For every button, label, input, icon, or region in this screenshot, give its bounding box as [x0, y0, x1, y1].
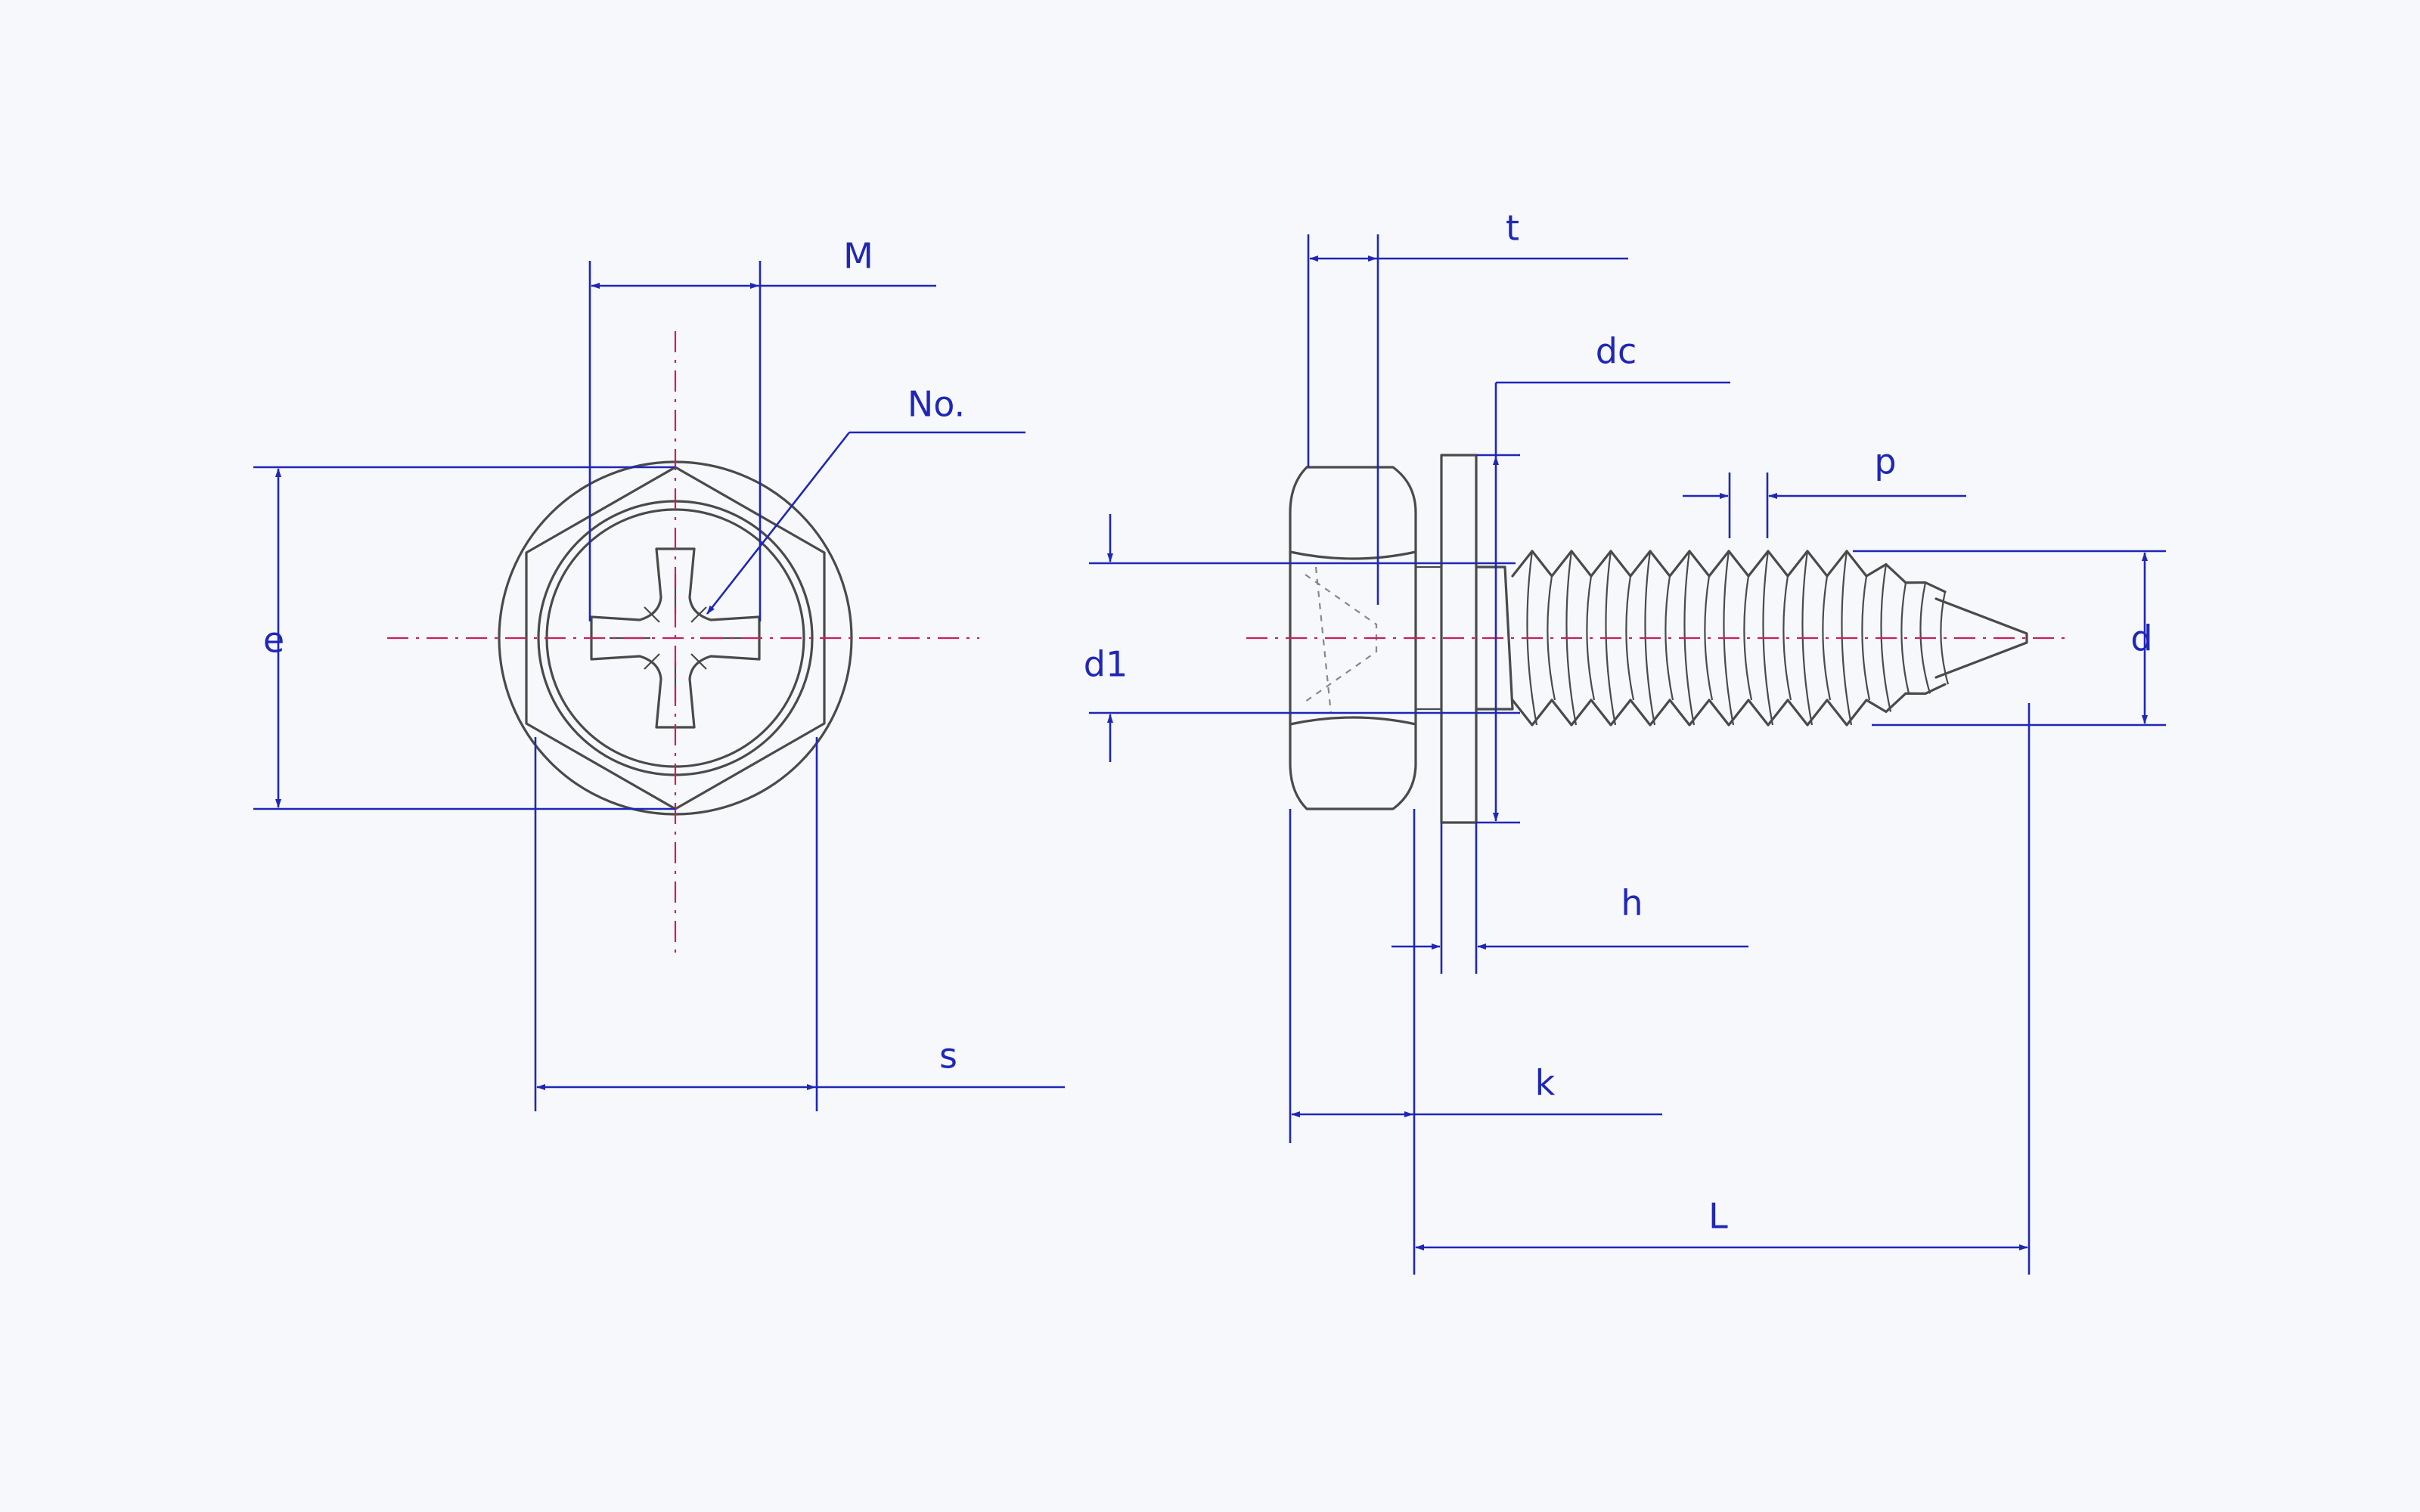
- label-L: L: [1708, 1196, 1728, 1237]
- hex-head-side-profile: [1289, 466, 1417, 810]
- label-t: t: [1506, 208, 1519, 249]
- side-view-outline: [1289, 454, 2028, 824]
- side-view-dimensions: [1089, 234, 2166, 1275]
- label-e: e: [263, 620, 284, 661]
- thread-crest-bottom: [1511, 683, 1947, 727]
- label-k: k: [1535, 1063, 1556, 1104]
- washer-side: [1440, 454, 1478, 824]
- thread-root-3: [1665, 575, 1674, 701]
- front-view-labels: M No. e s: [263, 236, 965, 1077]
- label-p: p: [1874, 442, 1896, 482]
- label-M: M: [843, 236, 873, 277]
- front-view: M No. e s: [253, 236, 1065, 1111]
- label-d1: d1: [1084, 644, 1128, 685]
- dim-No-leader-diagonal: [706, 432, 851, 615]
- thread-root-6: [1782, 575, 1792, 701]
- label-h: h: [1621, 883, 1643, 924]
- thread-root-5: [1743, 575, 1753, 701]
- thread-root-7: [1822, 575, 1832, 701]
- side-view-labels: t dc p d d1 h k L: [1084, 208, 2153, 1237]
- thread-root-0: [1547, 575, 1556, 701]
- label-d: d: [2130, 618, 2152, 659]
- phillips-recess-icon: [590, 547, 761, 729]
- label-dc: dc: [1596, 331, 1637, 372]
- thread-root-2: [1625, 575, 1635, 701]
- hex-head-side-flat-top: [1289, 550, 1417, 726]
- label-s: s: [939, 1036, 957, 1077]
- side-view: t dc p d d1 h k L: [1084, 208, 2166, 1275]
- recess-hidden-lines: [1305, 566, 1378, 714]
- thread-root-1: [1586, 575, 1596, 701]
- front-view-centerlines: [387, 331, 979, 954]
- thread-flanks: [1526, 550, 1950, 726]
- thread-root-9: [1900, 582, 1910, 694]
- label-No: No.: [908, 384, 965, 425]
- screw-tip: [1934, 597, 2028, 679]
- thread-root-8: [1861, 575, 1871, 701]
- thread-root-4: [1704, 575, 1714, 701]
- front-view-dimensions: [253, 261, 1065, 1111]
